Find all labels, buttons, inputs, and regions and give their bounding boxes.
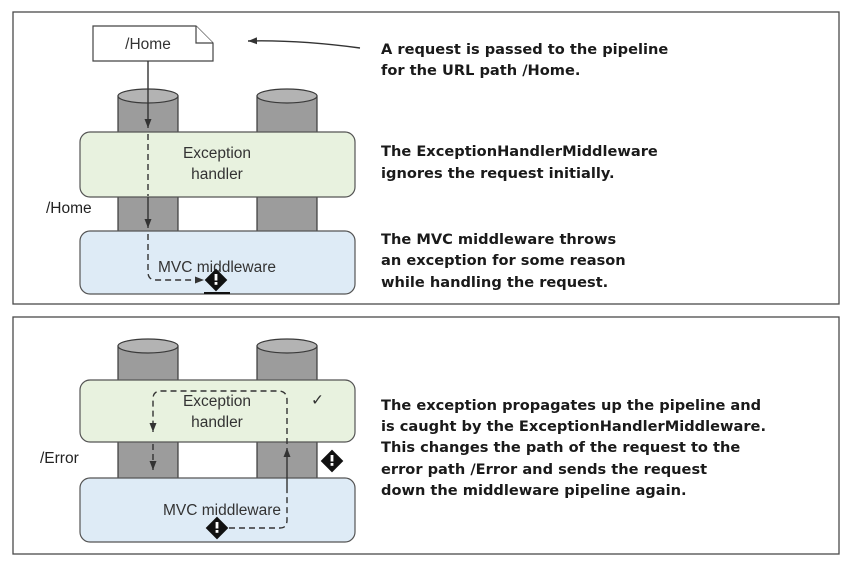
- note-4-line-1: The exception propagates up the pipeline…: [381, 397, 761, 414]
- exception-box-line-2: handler: [191, 166, 243, 183]
- note-3-line-1: The MVC middleware throws: [381, 231, 616, 248]
- dashed-up-from-error: [229, 488, 288, 529]
- request-document: [92, 25, 214, 62]
- mvc-middleware-box-2: [79, 477, 356, 543]
- mvc-box-label: MVC middleware: [158, 259, 276, 276]
- note-3-line-3: while handling the request.: [381, 274, 608, 291]
- note-2-line-1: The ExceptionHandlerMiddleware: [381, 143, 658, 160]
- note-4-line-4: error path /Error and sends the request: [381, 461, 707, 478]
- note-4-line-2: is caught by the ExceptionHandlerMiddlew…: [381, 418, 766, 435]
- exception-box-line-1: Exception: [183, 145, 251, 162]
- note-2-line-2: ignores the request initially.: [381, 165, 615, 182]
- callout-arrow: [247, 37, 361, 49]
- exception-box-2-line-2: handler: [191, 414, 243, 431]
- note-1-line-2: for the URL path /Home.: [381, 62, 580, 79]
- note-4-line-5: down the middleware pipeline again.: [381, 482, 687, 499]
- mvc-box-2-label: MVC middleware: [163, 502, 281, 519]
- note-1-line-1: A request is passed to the pipeline: [381, 41, 668, 58]
- note-3-line-2: an exception for some reason: [381, 252, 626, 269]
- checkmark-icon: ✓: [311, 392, 324, 409]
- dashed-loop-to-error-path: [149, 390, 288, 444]
- side-path-label-home: /Home: [46, 200, 92, 217]
- dashed-through-mvc: [147, 234, 204, 284]
- exception-box-2-line-1: Exception: [183, 393, 251, 410]
- exception-handler-box-2: [79, 379, 356, 443]
- exception-handler-box: [79, 131, 356, 198]
- note-4-line-3: This changes the path of the request to …: [381, 439, 740, 456]
- request-doc-label: /Home: [125, 36, 171, 53]
- side-path-label-error: /Error: [40, 450, 79, 467]
